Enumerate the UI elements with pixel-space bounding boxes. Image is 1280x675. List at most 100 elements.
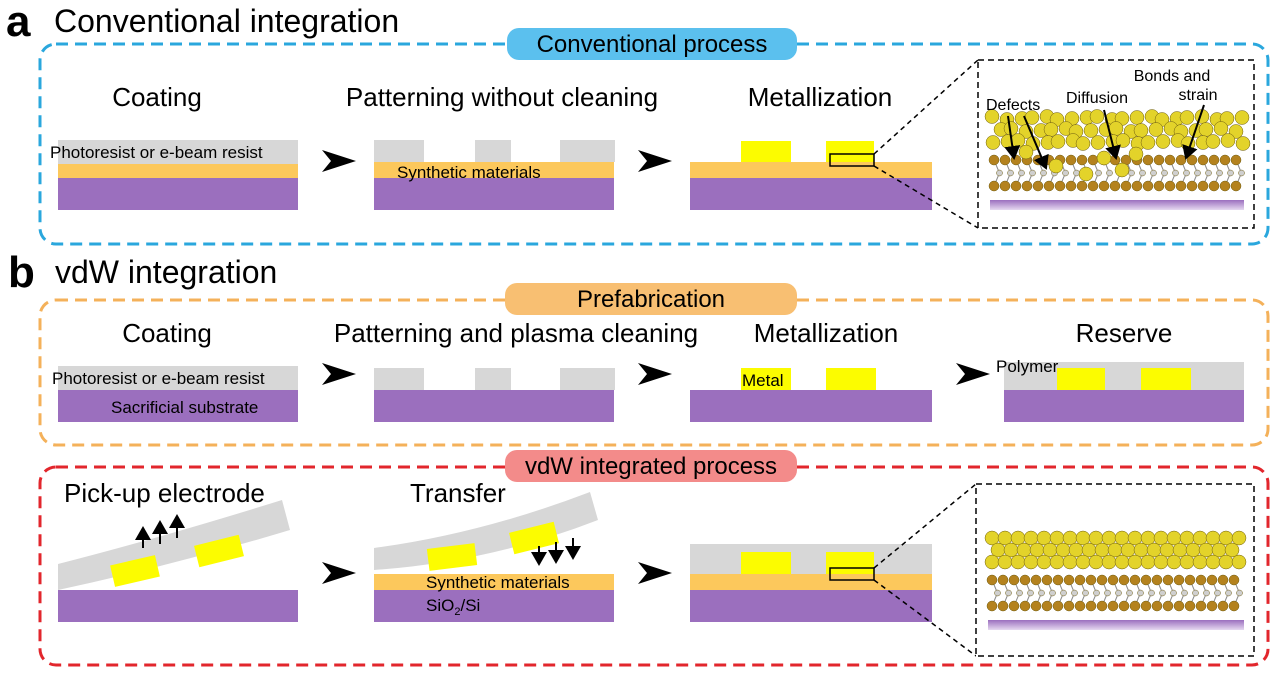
result-metal-2	[826, 552, 874, 574]
metal-atom	[1213, 121, 1229, 136]
semiconductor-atom	[1219, 154, 1231, 166]
a-inset-bonds-2: strain	[1178, 87, 1217, 104]
a-metal-1	[741, 141, 791, 162]
metal-atom	[1231, 554, 1247, 570]
b-zoom-line-top	[873, 483, 977, 569]
prefab-pill-label: Prefabrication	[577, 286, 725, 313]
semiconductor-atom	[1030, 574, 1042, 586]
metal-atom	[1218, 554, 1234, 570]
chalcogen-atom	[1172, 169, 1179, 177]
a-metal-2	[826, 141, 874, 162]
a-pattern-resist-3	[560, 140, 615, 162]
chalcogen-atom	[1126, 589, 1133, 597]
b-inset-frame	[975, 483, 1255, 657]
panel-b-title: vdW integration	[55, 254, 277, 290]
semiconductor-atom	[1087, 154, 1099, 166]
semiconductor-atom	[1129, 600, 1141, 612]
chalcogen-atom	[1192, 589, 1199, 597]
metal-atom	[1234, 110, 1250, 125]
metal-atom	[1148, 122, 1164, 137]
pickup-polymer	[58, 500, 290, 590]
a-metal-substrate	[690, 178, 932, 210]
metal-atom	[1050, 134, 1066, 149]
result-substrate	[690, 590, 932, 622]
b-coating-substrate	[58, 390, 298, 422]
semiconductor-atom	[1118, 600, 1130, 612]
semiconductor-atom	[1065, 180, 1077, 192]
a-step-patterning: Patterning without cleaning	[346, 82, 658, 112]
chalcogen-atom	[1183, 169, 1190, 177]
diffused-atom	[1078, 166, 1094, 182]
a-zoom-box	[829, 153, 875, 167]
process-pill	[505, 450, 797, 482]
chalcogen-atom	[1018, 169, 1025, 177]
b-reserve-polymer	[1004, 362, 1244, 390]
a-coating-resist	[58, 140, 298, 164]
semiconductor-atom	[999, 154, 1011, 166]
metal-atom	[1090, 135, 1106, 150]
metal-atom	[1179, 110, 1195, 125]
chalcogen-atom	[1137, 589, 1144, 597]
chalcogen-atom	[1170, 589, 1177, 597]
semiconductor-atom	[1107, 574, 1119, 586]
b-metal-label: Metal	[742, 371, 784, 390]
chalcogen-atom	[1181, 589, 1188, 597]
a-pattern-substrate	[374, 178, 614, 210]
chalcogen-atom	[1236, 589, 1243, 597]
semiconductor-atom	[1052, 574, 1064, 586]
semiconductor-atom	[1230, 154, 1242, 166]
metal-atom	[1155, 134, 1171, 149]
semiconductor-atom	[1096, 600, 1108, 612]
chalcogen-atom	[1040, 169, 1047, 177]
semiconductor-atom	[1228, 600, 1240, 612]
semiconductor-atom	[1217, 600, 1229, 612]
panel-b-letter: b	[8, 248, 35, 297]
metal-atom	[1089, 109, 1105, 124]
b-step-reserve: Reserve	[1076, 318, 1173, 348]
chalcogen-atom	[1093, 589, 1100, 597]
semiconductor-atom	[1186, 154, 1198, 166]
b-metal-2	[826, 368, 876, 390]
chalcogen-atom	[1049, 589, 1056, 597]
diffused-atom	[1018, 144, 1034, 160]
semiconductor-atom	[1043, 180, 1055, 192]
transfer-metal-2	[509, 521, 559, 555]
semiconductor-atom	[1131, 180, 1143, 192]
semiconductor-atom	[1162, 574, 1174, 586]
chalcogen-atom	[1203, 589, 1210, 597]
b-pattern-resist-1	[374, 368, 424, 390]
a-defects-arrow-1	[1004, 115, 1021, 160]
b-reserve-substrate	[1004, 390, 1244, 422]
b-pattern-resist-3	[560, 368, 615, 390]
chalcogen-atom	[1062, 169, 1069, 177]
metal-atom	[1220, 133, 1236, 148]
semiconductor-atom	[1140, 600, 1152, 612]
semiconductor-atom	[1074, 600, 1086, 612]
metal-atom	[1083, 123, 1099, 138]
a-resist-label: Photoresist or e-beam resist	[50, 143, 263, 162]
chalcogen-atom	[1016, 589, 1023, 597]
metal-atom	[1129, 110, 1145, 125]
metal-atom	[1140, 135, 1156, 150]
chalcogen-atom	[994, 589, 1001, 597]
semiconductor-atom	[1142, 154, 1154, 166]
chalcogen-atom	[1073, 169, 1080, 177]
b-chevron-5-icon	[638, 562, 672, 584]
b-pattern-substrate	[374, 390, 614, 422]
semiconductor-atom	[1063, 600, 1075, 612]
metal-atom	[1036, 554, 1052, 570]
metal-atom	[1192, 554, 1208, 570]
chalcogen-atom	[1106, 169, 1113, 177]
chalcogen-atom	[1227, 169, 1234, 177]
semiconductor-atom	[1096, 574, 1108, 586]
metal-atom	[1140, 554, 1156, 570]
semiconductor-atom	[1197, 180, 1209, 192]
semiconductor-atom	[1129, 574, 1141, 586]
metal-atom	[1179, 554, 1195, 570]
semiconductor-atom	[1109, 180, 1121, 192]
semiconductor-atom	[1184, 600, 1196, 612]
chalcogen-atom	[1139, 169, 1146, 177]
semiconductor-atom	[1107, 600, 1119, 612]
semiconductor-atom	[1085, 600, 1097, 612]
chalcogen-atom	[1194, 169, 1201, 177]
